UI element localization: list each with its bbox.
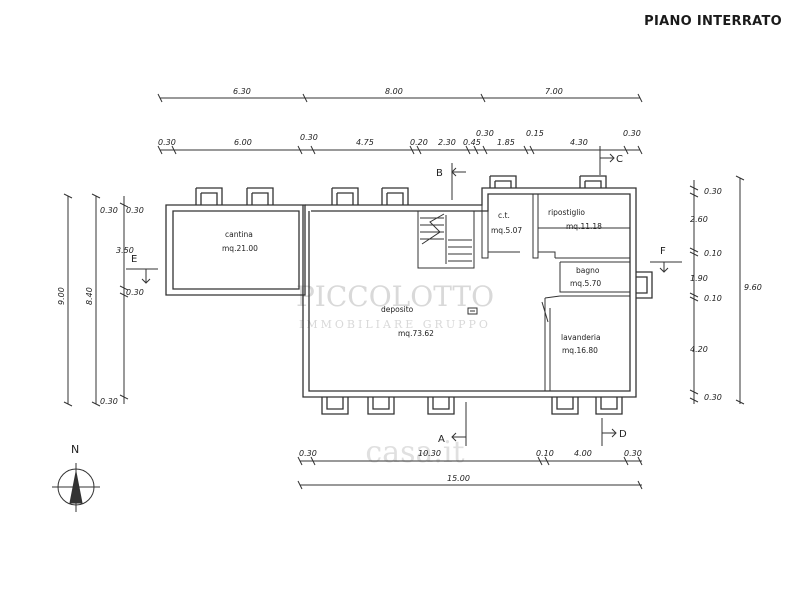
north-label: N xyxy=(71,443,79,456)
svg-text:F: F xyxy=(660,246,666,257)
dim-top-outer-2: 8.00 xyxy=(385,87,403,96)
dimension-top-outer-labels: 6.30 8.00 7.00 xyxy=(233,87,563,96)
dim-left-inner-4: 0.30 xyxy=(100,397,118,406)
dim-bottom-inner-1: 0.30 xyxy=(299,449,317,458)
room-area-ripostiglio: mq.11.18 xyxy=(566,222,602,231)
svg-text:D: D xyxy=(619,429,627,440)
room-name-lavanderia: lavanderia xyxy=(561,333,601,342)
north-arrow-icon: N xyxy=(52,443,100,512)
dimension-bottom-inner xyxy=(297,456,643,466)
dimension-right xyxy=(689,175,745,405)
dimension-left-labels: 9.00 8.40 0.30 0.30 3.50 0.30 0.30 xyxy=(57,206,144,406)
dim-right-inner-6: 4.20 xyxy=(690,345,708,354)
dim-top-inner-7: 0.45 xyxy=(463,138,481,147)
dimension-top-inner xyxy=(157,145,643,155)
section-marker-a: A xyxy=(438,402,467,446)
watermark-subtitle: IMMOBILIARE GRUPPO xyxy=(299,318,491,331)
dimension-top-outer xyxy=(157,93,643,103)
dim-right-inner-4: 1.90 xyxy=(690,274,708,283)
room-name-cantina: cantina xyxy=(225,230,253,239)
dim-right-inner-7: 0.30 xyxy=(704,393,722,402)
dim-top-inner-12: 0.30 xyxy=(623,129,641,138)
room-area-cantina: mq.21.00 xyxy=(222,244,258,253)
dim-top-inner-4: 4.75 xyxy=(356,138,374,147)
dim-top-inner-2: 6.00 xyxy=(234,138,252,147)
svg-text:C: C xyxy=(616,154,623,165)
section-marker-b: B xyxy=(436,163,466,200)
dim-top-outer-1: 6.30 xyxy=(233,87,251,96)
dimension-bottom-inner-labels: 0.30 10.30 0.10 4.00 0.30 xyxy=(299,449,642,458)
floor-drain-icon xyxy=(467,307,478,315)
section-marker-d: D xyxy=(601,418,627,446)
dim-right-inner-1: 0.30 xyxy=(704,187,722,196)
dim-bottom-inner-2: 10.30 xyxy=(418,449,441,458)
interior-walls xyxy=(417,194,631,392)
dim-left-inner-1b: 0.30 xyxy=(126,206,144,215)
watermark-casa-it: casa.it xyxy=(365,435,464,470)
dim-right-inner-3: 0.10 xyxy=(704,249,722,258)
room-name-deposito: deposito xyxy=(381,305,414,314)
dim-top-inner-3: 0.30 xyxy=(300,133,318,142)
dimension-bottom-total xyxy=(297,480,643,490)
room-area-bagno: mq.5.70 xyxy=(570,279,601,288)
room-name-ct: c.t. xyxy=(498,211,510,220)
page-title: PIANO INTERRATO xyxy=(644,14,782,29)
dim-right-outer: 9.60 xyxy=(744,283,762,292)
dim-bottom-inner-5: 0.30 xyxy=(624,449,642,458)
dim-top-inner-5: 0.20 xyxy=(410,138,428,147)
section-marker-f: F xyxy=(650,246,682,273)
dim-left-outer: 9.00 xyxy=(57,287,66,305)
dimension-top-inner-labels: 0.30 6.00 0.30 4.75 0.20 2.30 0.45 0.30 … xyxy=(158,129,641,147)
dim-top-inner-1: 0.30 xyxy=(158,138,176,147)
dimension-right-labels: 0.30 2.60 0.10 1.90 0.10 4.20 0.30 9.60 xyxy=(690,187,762,402)
dimension-left xyxy=(63,193,129,407)
dim-bottom-total-label: 15.00 xyxy=(447,474,470,483)
room-name-ripostiglio: ripostiglio xyxy=(548,208,585,217)
svg-text:B: B xyxy=(436,168,443,179)
svg-text:A: A xyxy=(438,434,445,445)
section-marker-e: E xyxy=(126,254,158,284)
room-area-lavanderia: mq.16.80 xyxy=(562,346,598,355)
dim-left-mid: 8.40 xyxy=(85,287,94,305)
dim-left-inner-3: 0.30 xyxy=(126,288,144,297)
dim-top-inner-10: 0.15 xyxy=(526,129,544,138)
room-name-bagno: bagno xyxy=(576,266,600,275)
dim-right-inner-5: 0.10 xyxy=(704,294,722,303)
dim-top-inner-9: 1.85 xyxy=(497,138,515,147)
svg-text:E: E xyxy=(131,254,137,265)
dim-top-inner-11: 4.30 xyxy=(570,138,588,147)
dim-top-inner-6: 2.30 xyxy=(438,138,456,147)
dim-bottom-inner-4: 4.00 xyxy=(574,449,592,458)
section-marker-c: C xyxy=(599,146,623,175)
dim-top-inner-8: 0.30 xyxy=(476,129,494,138)
dim-left-inner-2: 3.50 xyxy=(116,246,134,255)
dim-top-outer-3: 7.00 xyxy=(545,87,563,96)
watermark-brand: PICCOLOTTO xyxy=(296,280,494,313)
dim-bottom-inner-3: 0.10 xyxy=(536,449,554,458)
room-area-ct: mq.5.07 xyxy=(491,226,522,235)
room-labels: cantina mq.21.00 deposito mq.73.62 c.t. … xyxy=(222,208,602,355)
dim-right-inner-2: 2.60 xyxy=(690,215,708,224)
room-area-deposito: mq.73.62 xyxy=(398,329,434,338)
dim-left-inner-1: 0.30 xyxy=(100,206,118,215)
